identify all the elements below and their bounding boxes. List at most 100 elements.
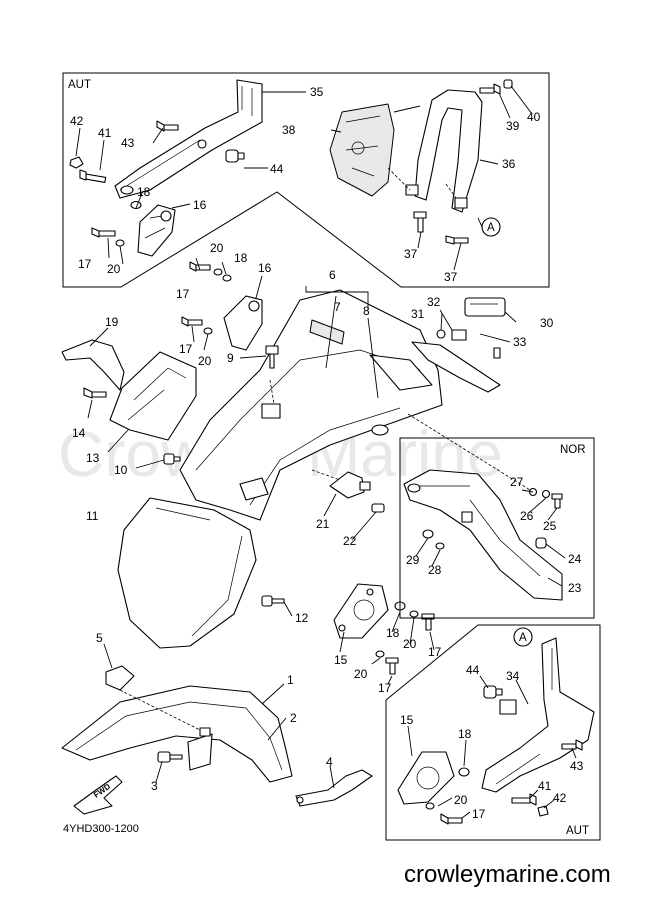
site-footer: crowleymarine.com [404,861,611,888]
label-1: 1 [287,673,294,687]
part-inner-fender-11 [117,497,257,649]
nor-box-label: NOR [560,444,586,456]
bolt-43 [156,120,179,132]
label-18-bottom: 18 [458,727,472,741]
washer-20-top [115,239,125,247]
label-20-mid-b: 20 [198,354,212,368]
label-17-mid-b: 17 [179,342,193,356]
label-30: 30 [540,316,554,330]
washer-20-mid [213,268,223,276]
drawing-code: 4YHD300-1200 [63,823,139,835]
label-41-bottom: 41 [538,779,552,793]
washer-18-bottom [458,767,470,777]
label-27: 27 [510,475,524,489]
label-26: 26 [520,509,534,523]
label-34: 34 [506,669,520,683]
label-2: 2 [290,711,297,725]
bolt-22 [371,503,385,513]
bolt-14 [83,387,107,399]
label-17-mid-d: 17 [378,681,392,695]
label-12: 12 [295,611,309,625]
label-25: 25 [543,519,557,533]
label-7: 7 [334,300,341,314]
label-5: 5 [96,631,103,645]
label-35: 35 [310,85,324,99]
label-31: 31 [411,307,425,321]
label-6: 6 [329,268,336,282]
label-33: 33 [513,335,527,349]
label-20-top: 20 [107,262,121,276]
bolt-17-mid-b [181,316,203,327]
label-29: 29 [406,553,420,567]
washer-18-mid [222,274,232,282]
label-18-top: 18 [137,185,151,199]
label-17-top: 17 [78,257,92,271]
bolt-37b [445,235,469,245]
washer-20-mid-c [409,610,419,618]
part-rear-fender [179,289,443,521]
aut-top-box-label: AUT [68,79,91,91]
part-cover-15-mid [333,583,389,639]
ref-a-bottom-label: A [519,632,527,644]
washer-20-mid-d [375,650,385,658]
ref-circle-a-bottom [513,627,533,647]
label-23: 23 [568,581,582,595]
label-18-mid: 18 [234,251,248,265]
aut-bottom-box: AUT A [385,624,601,841]
label-28: 28 [428,563,442,577]
part-rear-arm-bracket [114,79,263,199]
bolt-25 [551,493,563,509]
label-43: 43 [121,136,135,150]
part-light-base-13 [109,351,197,441]
label-41: 41 [98,126,112,140]
nut-42-bottom [537,805,549,817]
part-reflector-19 [61,339,125,391]
label-20-mid: 20 [210,241,224,255]
label-14: 14 [72,426,86,440]
label-37a: 37 [404,247,418,261]
cover-15-bottom [397,751,455,805]
bolt-17-top [91,227,116,238]
label-8: 8 [363,304,370,318]
forward-arrow-icon: FWD [73,775,123,815]
bolt-41 [79,169,107,183]
label-11: 11 [86,509,99,523]
label-42-bottom: 42 [553,791,567,805]
bolt-39 [479,83,501,95]
clip-5 [105,665,135,691]
washer-29 [422,529,434,539]
washer-18-top [130,200,142,210]
label-37b: 37 [444,270,458,284]
bolt-17-bottom [440,813,463,825]
label-38: 38 [282,123,296,137]
label-42: 42 [70,114,84,128]
label-3: 3 [151,779,158,793]
bolt-17-mid-a [189,261,211,272]
knob-44-bottom [483,685,503,699]
label-10: 10 [114,463,128,477]
part-clamp-21 [329,471,371,499]
label-16-mid: 16 [258,261,272,275]
label-17-mid-a: 17 [176,287,190,301]
washer-20-bottom [425,802,435,810]
part-license-bracket [411,297,506,393]
part-number-labels: 35 42 41 43 44 18 16 17 20 38 36 39 40 3… [70,85,584,821]
aut-bottom-box-label: AUT [566,825,589,837]
nut-42 [69,156,84,169]
aut-top-box: AUT [62,72,550,288]
bolt-17-mid-d [385,657,399,675]
label-43-bottom: 43 [570,759,584,773]
nut-24 [535,537,547,549]
label-4: 4 [326,755,333,769]
label-44-bottom: 44 [466,663,480,677]
knob-44 [225,149,245,163]
part-backrest-pad [329,103,395,197]
label-32: 32 [427,295,441,309]
label-13: 13 [86,451,100,465]
bolt-43-bottom [561,739,583,751]
part-sissy-bar [405,89,483,213]
label-22: 22 [343,534,357,548]
bolt-9 [265,345,279,369]
part-front-fender [61,685,293,783]
label-17-mid-c: 17 [428,645,442,659]
